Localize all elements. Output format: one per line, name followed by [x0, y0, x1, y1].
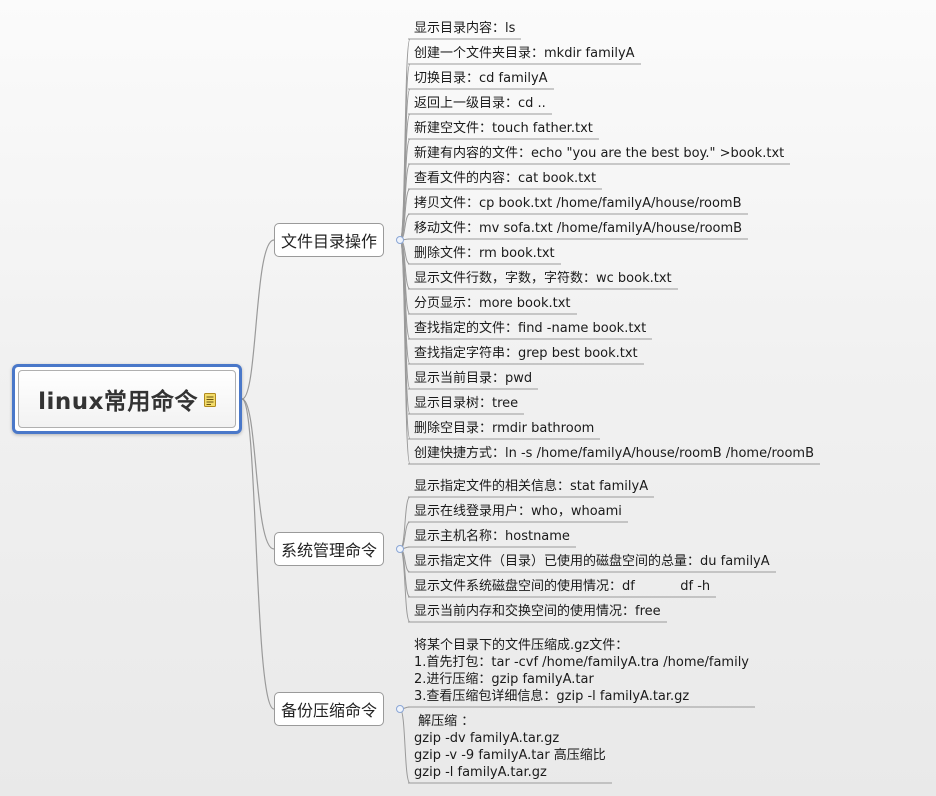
leaf-topic[interactable]: 新建空文件：touch father.txt [414, 121, 593, 136]
leaf-topic[interactable]: 返回上一级目录：cd .. [414, 96, 546, 111]
connector-line [399, 708, 411, 784]
leaf-topic[interactable]: 显示目录树：tree [414, 396, 519, 411]
collapse-toggle[interactable] [396, 545, 404, 553]
leaf-topic[interactable]: 显示当前目录：pwd [414, 371, 533, 386]
leaf-topic[interactable]: 创建快捷方式：ln -s /home/familyA/house/roomB /… [414, 446, 815, 461]
branch-title: 备份压缩命令 [281, 701, 378, 720]
leaf-topic[interactable]: 解压缩 ： gzip -dv familyA.tar.gz gzip -v -9… [414, 714, 606, 780]
root-topic[interactable]: linux常用命令 [12, 364, 242, 434]
leaf-topic[interactable]: 显示文件系统磁盘空间的使用情况：df df -h [414, 579, 711, 594]
leaf-topic[interactable]: 切换目录：cd familyA [414, 71, 548, 86]
leaf-topic[interactable]: 显示主机名称：hostname [414, 529, 570, 544]
leaf-topic[interactable]: 查看文件的内容：cat book.txt [414, 171, 597, 186]
branch-title: 文件目录操作 [281, 232, 378, 251]
leaf-topic[interactable]: 查找指定的文件：find -name book.txt [414, 321, 647, 336]
connector-line [241, 398, 275, 550]
connector-line [241, 239, 275, 400]
leaf-topic[interactable]: 删除文件：rm book.txt [414, 246, 555, 261]
leaf-topic[interactable]: 显示当前内存和交换空间的使用情况：free [414, 604, 661, 619]
leaf-topic[interactable]: 新建有内容的文件：echo "you are the best boy." >b… [414, 146, 785, 161]
leaf-topic[interactable]: 分页显示：more book.txt [414, 296, 571, 311]
leaf-topic[interactable]: 显示指定文件的相关信息：stat familyA [414, 479, 649, 494]
connector-line [241, 398, 275, 710]
leaf-topic[interactable]: 删除空目录：rmdir bathroom [414, 421, 595, 436]
collapse-toggle[interactable] [396, 705, 404, 713]
leaf-topic[interactable]: 拷贝文件：cp book.txt /home/familyA/house/roo… [414, 196, 742, 211]
leaf-topic[interactable]: 显示在线登录用户：who，whoami [414, 504, 622, 519]
leaf-topic[interactable]: 查找指定字符串：grep best book.txt [414, 346, 638, 361]
connector-line [399, 239, 411, 465]
branch-title: 系统管理命令 [281, 541, 378, 560]
branch-backup-compress[interactable]: 备份压缩命令 [274, 692, 385, 726]
leaf-topic[interactable]: 显示指定文件（目录）已使用的磁盘空间的总量：du familyA [414, 554, 770, 569]
root-title: linux常用命令 [38, 389, 198, 415]
leaf-topic[interactable]: 显示目录内容：ls [414, 21, 516, 36]
collapse-toggle[interactable] [396, 236, 404, 244]
note-icon[interactable] [203, 392, 216, 407]
branch-system-management[interactable]: 系统管理命令 [274, 532, 385, 566]
leaf-topic[interactable]: 移动文件：mv sofa.txt /home/familyA/house/roo… [414, 221, 743, 236]
branch-file-directory-ops[interactable]: 文件目录操作 [274, 223, 385, 257]
leaf-topic[interactable]: 显示文件行数，字数，字符数：wc book.txt [414, 271, 672, 286]
leaf-topic[interactable]: 创建一个文件夹目录：mkdir familyA [414, 46, 635, 61]
leaf-topic[interactable]: 将某个目录下的文件压缩成.gz文件： 1.首先打包：tar -cvf /home… [414, 638, 749, 704]
